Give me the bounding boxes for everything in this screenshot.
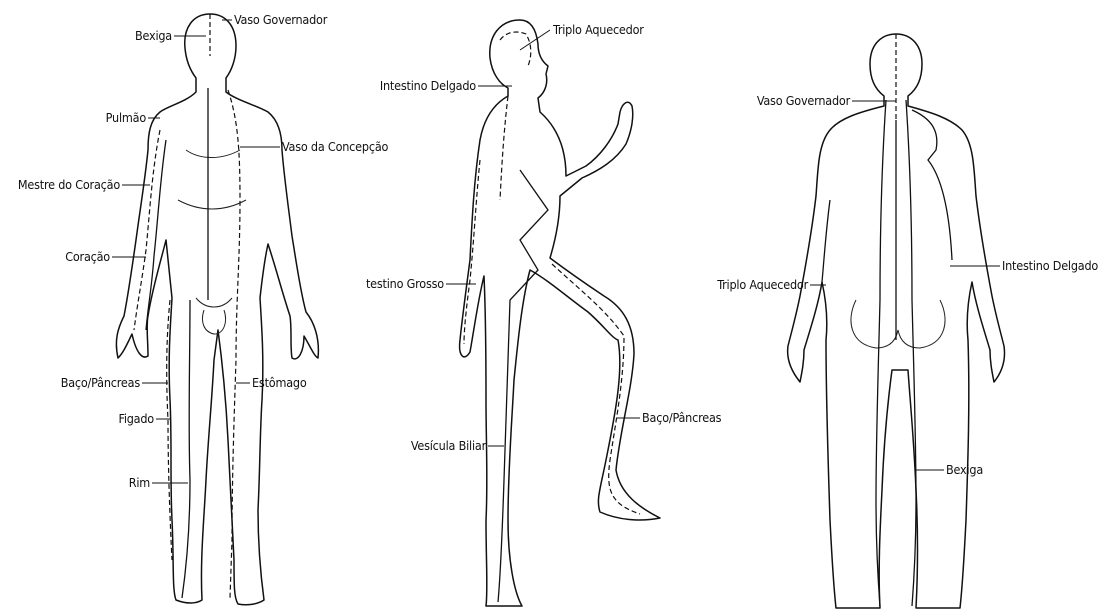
label-front-figado: Figado [118,411,154,426]
front-figure [116,14,318,605]
label-side-intestino-delgado: Intestino Delgado [380,78,476,93]
label-back-intestino-delgado: Intestino Delgado [1002,258,1098,273]
front-rim-line [182,300,190,598]
front-estomago-line [228,90,240,598]
label-front-coracao: Coração [65,249,110,264]
label-side-triplo-aquecedor: Triplo Aquecedor [552,22,644,37]
front-arm-line-2 [146,140,166,330]
label-front-vaso-governador: Vaso Governador [234,12,328,27]
back-figure [788,34,1005,608]
side-figure [460,20,660,606]
back-bexiga-line [906,100,916,606]
label-side-baco-pancreas: Baço/Pâncreas [642,410,722,425]
back-triplo-line [822,200,830,282]
label-back-vaso-governador: Vaso Governador [757,93,851,108]
side-body-outline [460,20,660,606]
side-baco-line [552,264,640,514]
label-front-vaso-concepcao: Vaso da Concepção [282,139,389,154]
side-intestino-delgado-line [500,96,508,200]
label-side-vesicula-biliar: Vesícula Biliar [411,438,487,453]
label-front-pulmao: Pulmão [106,110,147,125]
label-front-estomago: Estômago [252,375,307,390]
label-front-baco-pancreas: Baço/Pâncreas [61,375,141,390]
side-gb-zigzag [498,170,548,602]
back-small-intestine-line [912,110,952,260]
side-triplo-line [500,32,531,66]
label-back-triplo-aquecedor: Triplo Aquecedor [716,277,808,292]
label-front-mestre-coracao: Mestre do Coração [18,177,120,192]
label-side-intestino-grosso: testino Grosso [366,276,444,291]
label-front-bexiga: Bexiga [135,28,172,43]
front-torso-detail [178,150,246,334]
label-front-rim: Rim [129,475,150,490]
front-body-outline [116,14,318,605]
label-back-bexiga: Bexiga [946,462,983,477]
back-buttocks [851,300,945,348]
side-arm-line [464,160,480,344]
